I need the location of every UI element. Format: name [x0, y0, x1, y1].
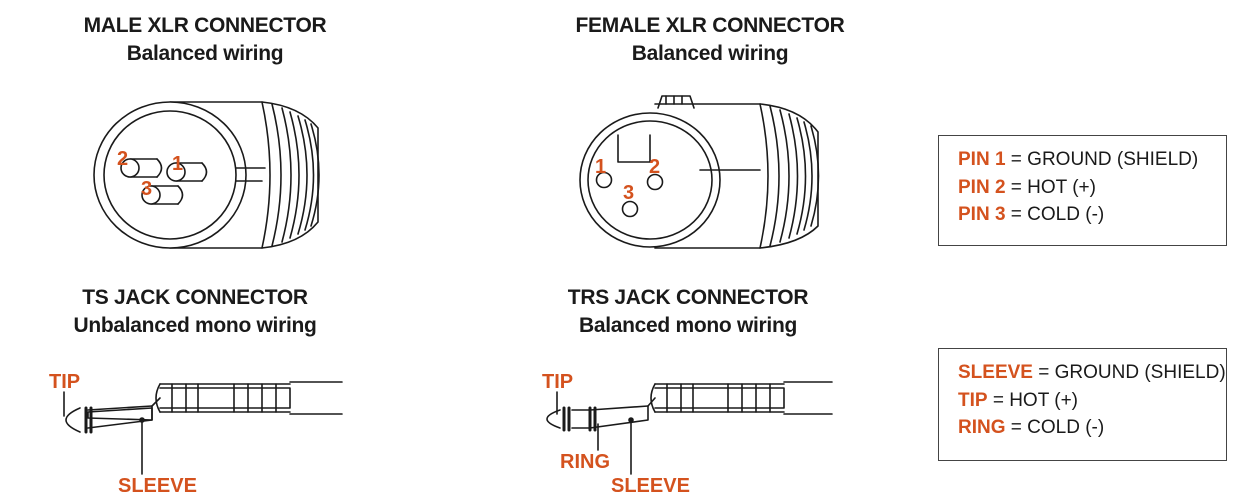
ts-sleeve-label: SLEEVE	[118, 475, 197, 497]
trs-ring-label: RING	[560, 451, 610, 473]
female-pin-3-label: 3	[623, 182, 634, 204]
male-xlr-subtitle: Balanced wiring	[126, 42, 284, 65]
legend-row: SLEEVE = GROUND (SHIELD)	[958, 359, 1226, 387]
female-xlr-connector: 1 2 3	[579, 95, 820, 249]
legend-value: = COLD (-)	[1005, 417, 1105, 438]
legend-key: RING	[958, 417, 1006, 438]
female-pin-2-label: 2	[649, 156, 660, 178]
ts-tip-label: TIP	[49, 371, 80, 393]
male-xlr-connector: 2 1 3	[93, 101, 320, 249]
ts-jack-subtitle: Unbalanced mono wiring	[73, 314, 317, 337]
trs-sleeve-label: SLEEVE	[611, 475, 690, 497]
legend-value: = COLD (-)	[1005, 204, 1105, 225]
legend-value: = HOT (+)	[1005, 176, 1096, 198]
legend-row: RING = COLD (-)	[958, 414, 1226, 442]
legend-row: PIN 1 = GROUND (SHIELD)	[958, 146, 1226, 174]
legend-row: PIN 2 = HOT (+)	[958, 174, 1226, 202]
female-xlr-subtitle: Balanced wiring	[631, 42, 789, 65]
legend-value: = HOT (+)	[987, 389, 1079, 411]
legend-key: PIN 1	[958, 149, 1006, 170]
trs-tip-label: TIP	[542, 371, 573, 393]
trs-jack-title-block: TRS JACK CONNECTOR Balanced mono wiring	[538, 284, 838, 340]
male-xlr-title: MALE XLR CONNECTOR	[83, 14, 327, 37]
trs-jack-title: TRS JACK CONNECTOR	[567, 286, 809, 309]
female-xlr-title-block: FEMALE XLR CONNECTOR Balanced wiring	[555, 12, 865, 68]
legend-row: TIP = HOT (+)	[958, 387, 1226, 415]
male-pin-3-label: 3	[141, 178, 152, 200]
legend-value: = GROUND (SHIELD)	[1032, 362, 1226, 383]
male-pin-2-label: 2	[117, 148, 128, 170]
ts-jack-connector: TIP SLEEVE	[49, 371, 343, 497]
female-xlr-title: FEMALE XLR CONNECTOR	[575, 14, 845, 37]
legend-key: SLEEVE	[958, 362, 1033, 383]
legend-key: PIN 3	[958, 204, 1006, 225]
male-xlr-title-block: MALE XLR CONNECTOR Balanced wiring	[55, 12, 355, 68]
legend-key: PIN 2	[958, 176, 1006, 198]
trs-jack-connector: TIP RING SLEEVE	[542, 371, 833, 497]
jack-legend: SLEEVE = GROUND (SHIELD) TIP = HOT (+) R…	[938, 348, 1227, 461]
ts-jack-title-block: TS JACK CONNECTOR Unbalanced mono wiring	[40, 284, 350, 340]
ts-jack-title: TS JACK CONNECTOR	[82, 286, 308, 309]
xlr-pin-legend: PIN 1 = GROUND (SHIELD) PIN 2 = HOT (+) …	[938, 135, 1227, 246]
trs-jack-subtitle: Balanced mono wiring	[578, 314, 798, 337]
legend-value: = GROUND (SHIELD)	[1005, 149, 1199, 170]
male-pin-1-label: 1	[172, 153, 183, 175]
legend-row: PIN 3 = COLD (-)	[958, 201, 1226, 229]
legend-key: TIP	[958, 389, 988, 411]
female-pin-1-label: 1	[595, 156, 606, 178]
